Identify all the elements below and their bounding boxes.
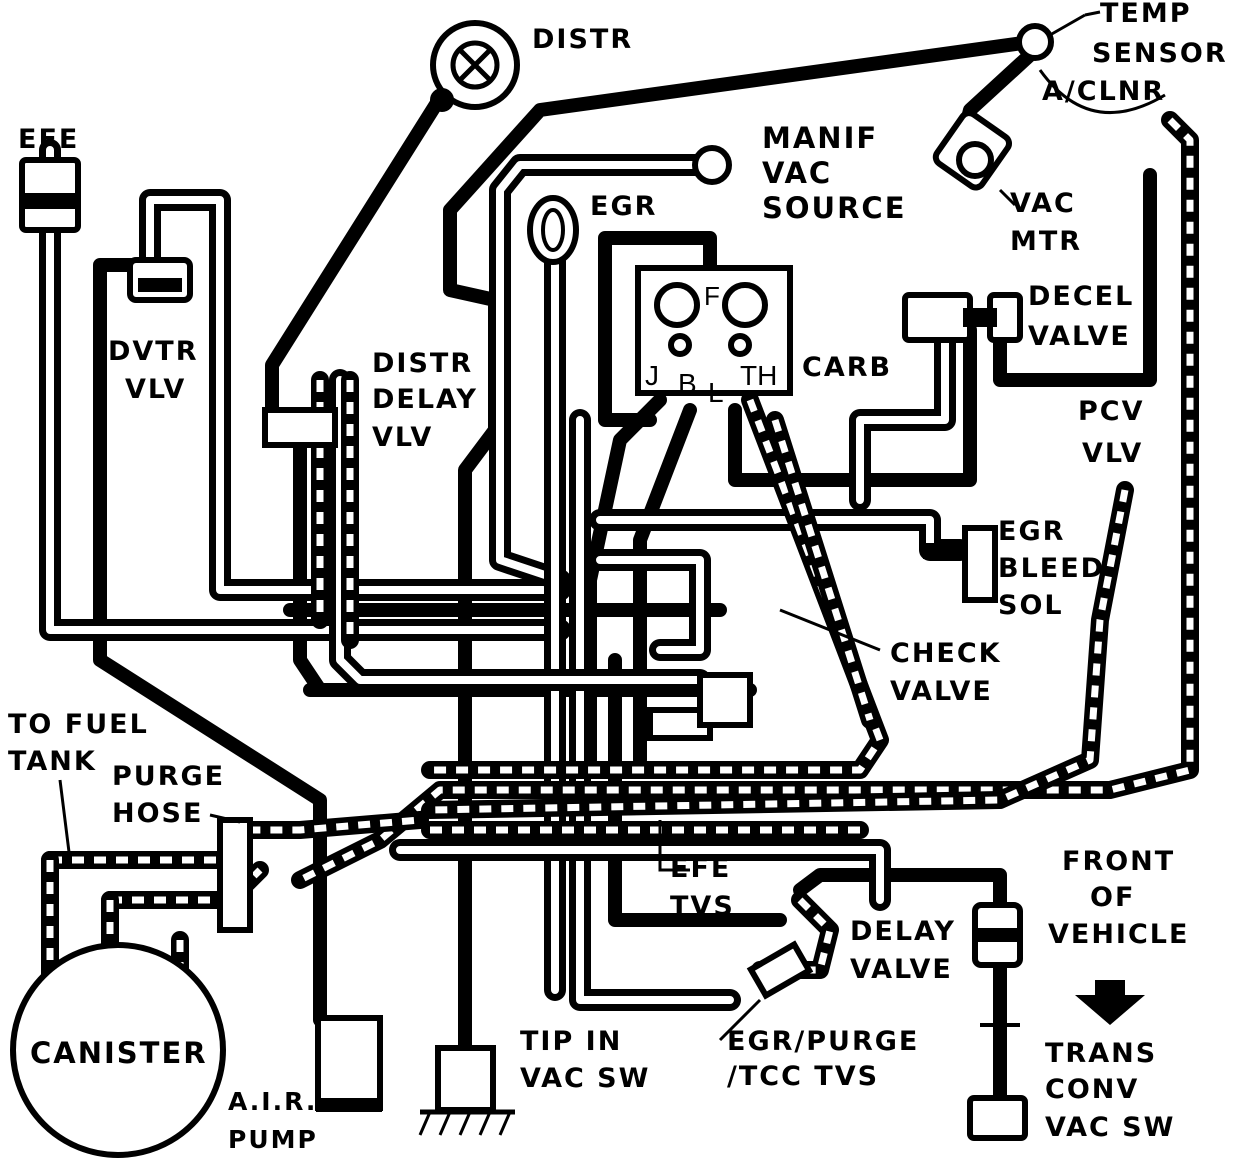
- air-pump: [315, 1015, 383, 1112]
- label-carb: CARB: [802, 352, 892, 383]
- label-air-pump-1: A.I.R.: [228, 1087, 317, 1116]
- leader-lines: [58, 10, 1101, 1042]
- label-distr: DISTR: [532, 24, 633, 55]
- label-purge-hose-1: PURGE: [112, 761, 225, 792]
- label-egr-purge-1: EGR/PURGE: [727, 1026, 919, 1057]
- dvtr-valve: [127, 257, 193, 303]
- hose-delay-down: [293, 433, 327, 697]
- egr-bleed-solenoid: [923, 525, 998, 603]
- carb-port-b: B: [678, 368, 697, 399]
- distributor: [430, 20, 520, 112]
- carb-port-f: F: [704, 281, 720, 311]
- hose-temp-sensor: [443, 35, 1037, 1047]
- trans-conv-vac-switch: [967, 1023, 1028, 1141]
- label-distr-delay-1: DISTR: [372, 348, 473, 379]
- label-pcv-2: VLV: [1082, 438, 1143, 469]
- tip-in-vac-switch: [418, 1045, 515, 1136]
- label-trans-2: CONV: [1045, 1074, 1139, 1105]
- carb-port-j: J: [645, 360, 659, 391]
- hose-efe-tvs: [608, 653, 787, 927]
- carb-port-l: L: [708, 377, 724, 408]
- label-egr-bleed-1: EGR: [998, 516, 1065, 547]
- hose-delay-trans: [793, 868, 1007, 927]
- label-temp-sensor-2: SENSOR: [1092, 38, 1228, 69]
- canister: [10, 942, 226, 1158]
- label-front-3: VEHICLE: [1048, 919, 1189, 950]
- temp-sensor: [1016, 13, 1166, 115]
- label-egr-purge-2: /TCC TVS: [727, 1061, 879, 1092]
- label-purge-hose-2: HOSE: [112, 798, 203, 829]
- vac-motor: [932, 110, 1017, 207]
- label-egr-bleed-3: SOL: [998, 590, 1064, 621]
- carb-port-labels: F J B L TH: [645, 281, 777, 408]
- label-to-fuel-2: TANK: [8, 746, 97, 777]
- label-check-valve-2: VALVE: [890, 676, 993, 707]
- label-decel-1: DECEL: [1028, 281, 1134, 312]
- labels: DISTR TEMP SENSOR A/CLNR EFE MANIF VAC S…: [8, 0, 1228, 1154]
- label-vac-mtr-2: MTR: [1010, 226, 1082, 257]
- delay-valve: [972, 902, 1023, 968]
- label-distr-delay-3: VLV: [372, 422, 433, 453]
- label-trans-3: VAC SW: [1045, 1112, 1175, 1143]
- label-egr: EGR: [590, 191, 657, 222]
- decel-valve: [902, 292, 1023, 343]
- label-egr-bleed-2: BLEED: [998, 553, 1105, 584]
- label-front-2: OF: [1090, 882, 1135, 913]
- purge-fitting: [217, 817, 253, 933]
- hose-egr-loop: [598, 231, 717, 427]
- front-arrow: [1075, 980, 1145, 1025]
- label-air-pump-2: PUMP: [228, 1125, 318, 1154]
- hose-distributor-feed: [265, 91, 447, 417]
- hose-decel-pcv: [993, 168, 1157, 387]
- label-front-1: FRONT: [1062, 846, 1175, 877]
- label-distr-delay-2: DELAY: [372, 384, 478, 415]
- label-efe-tvs-2: TVS: [670, 891, 735, 922]
- egr-purge-tvs: [746, 940, 814, 1000]
- efe-actuator: [19, 157, 81, 233]
- label-to-fuel-1: TO FUEL: [8, 709, 149, 740]
- label-dvtr-2: VLV: [125, 374, 186, 405]
- label-trans-1: TRANS: [1045, 1038, 1157, 1069]
- label-check-valve-1: CHECK: [890, 638, 1002, 669]
- label-efe-tvs-1: EFE: [670, 853, 731, 884]
- label-manif-2: VAC: [762, 156, 832, 190]
- hose-carb-jb: [583, 393, 667, 767]
- egr-valve: [527, 195, 579, 265]
- label-delay-valve-2: VALVE: [850, 954, 953, 985]
- label-canister: CANISTER: [30, 1036, 208, 1070]
- label-efe: EFE: [18, 124, 79, 155]
- label-manif-3: SOURCE: [762, 191, 907, 225]
- label-manif-1: MANIF: [762, 121, 878, 155]
- check-valve: [647, 672, 753, 741]
- label-pcv-1: PCV: [1078, 396, 1145, 427]
- label-vac-mtr-1: VAC: [1010, 188, 1076, 219]
- label-decel-2: VALVE: [1028, 321, 1131, 352]
- label-temp-sensor-3: A/CLNR: [1042, 76, 1165, 107]
- label-temp-sensor-1: TEMP: [1100, 0, 1192, 29]
- label-tip-in-2: VAC SW: [520, 1063, 650, 1094]
- carburetor: [635, 265, 793, 396]
- label-delay-valve-1: DELAY: [850, 916, 956, 947]
- manif-vac-source: [692, 145, 732, 185]
- carb-port-th: TH: [740, 360, 777, 391]
- distr-delay-valve: [262, 407, 338, 448]
- label-dvtr-1: DVTR: [108, 336, 199, 367]
- label-tip-in-1: TIP IN: [520, 1026, 622, 1057]
